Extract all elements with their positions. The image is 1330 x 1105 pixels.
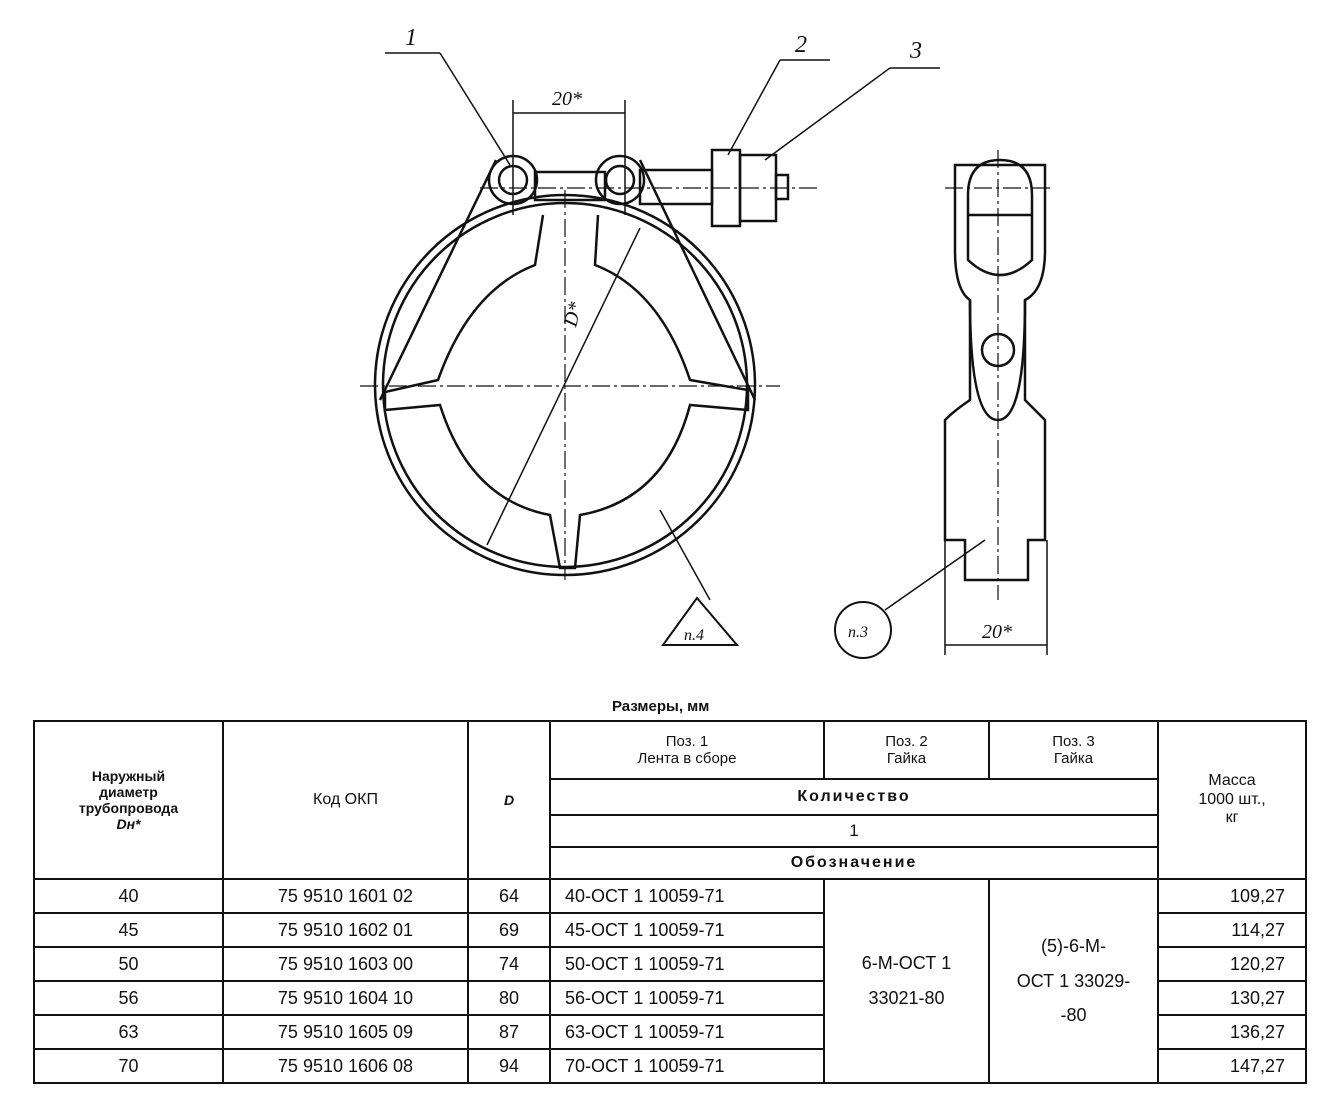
cell-okp: 75 9510 1604 10 [222, 980, 469, 1016]
cell-dn: 40 [33, 878, 224, 914]
header-outer-diameter: Наружный диаметр трубопровода Dн* [33, 720, 224, 880]
cell-d: 74 [467, 946, 551, 982]
cell-mass: 147,27 [1157, 1048, 1307, 1084]
header-d: D [467, 720, 551, 880]
side-view [834, 150, 1050, 659]
cell-mass: 120,27 [1157, 946, 1307, 982]
callout-1: 1 [405, 25, 417, 51]
header-designation: Обозначение [549, 846, 1159, 880]
cell-pos1: 45-ОСТ 1 10059-71 [549, 912, 825, 948]
cell-pos3-designation: (5)-6-М- ОСТ 1 33029- -80 [988, 878, 1159, 1084]
cell-pos1: 40-ОСТ 1 10059-71 [549, 878, 825, 914]
cell-text: (5)-6-М- [1041, 935, 1106, 956]
cell-dn: 70 [33, 1048, 224, 1084]
cell-d: 80 [467, 980, 551, 1016]
cell-dn: 56 [33, 980, 224, 1016]
dim-width-front: 20* [552, 88, 582, 110]
cell-d: 87 [467, 1014, 551, 1050]
cell-mass: 136,27 [1157, 1014, 1307, 1050]
table-caption: Размеры, мм [612, 698, 710, 715]
cell-dn: 50 [33, 946, 224, 982]
cell-pos1: 70-ОСТ 1 10059-71 [549, 1048, 825, 1084]
cell-text: -80 [1060, 1005, 1087, 1026]
cell-d: 69 [467, 912, 551, 948]
header-quantity: Количество [549, 778, 1159, 816]
cell-text: 6-М-ОСТ 1 [861, 953, 952, 974]
header-text: 1000 шт., [1198, 790, 1266, 808]
header-text: Гайка [1053, 750, 1094, 767]
header-text: трубопровода [78, 800, 179, 816]
cell-dn: 63 [33, 1014, 224, 1050]
header-text: Наружный [91, 767, 166, 784]
header-symbol: Dн* [116, 816, 141, 833]
cell-mass: 109,27 [1157, 878, 1307, 914]
header-text: Масса [1208, 772, 1256, 790]
quantity-value: 1 [549, 814, 1159, 848]
cell-pos2-designation: 6-М-ОСТ 1 33021-80 [823, 878, 990, 1084]
cell-okp: 75 9510 1603 00 [222, 946, 469, 982]
front-view [360, 52, 940, 646]
cell-okp: 75 9510 1605 09 [222, 1014, 469, 1050]
header-text: Гайка [886, 750, 927, 767]
cell-okp: 75 9510 1601 02 [222, 878, 469, 914]
cell-d: 64 [467, 878, 551, 914]
specification-table: Наружный диаметр трубопровода Dн* Код ОК… [33, 720, 1307, 1084]
clamp-drawing: 1 2 3 20* D* п.4 п.3 20* [360, 25, 1050, 659]
callout-3: 3 [909, 38, 922, 64]
cell-okp: 75 9510 1606 08 [222, 1048, 469, 1084]
header-text: Поз. 3 [1052, 732, 1095, 750]
cell-text: ОСТ 1 33029- [1016, 970, 1131, 991]
cell-text: 33021-80 [868, 988, 945, 1008]
cell-okp: 75 9510 1602 01 [222, 912, 469, 948]
header-text: диаметр [99, 783, 158, 800]
header-text: Поз. 1 [665, 732, 709, 750]
header-text: Поз. 2 [885, 732, 928, 750]
dim-width-side: 20* [982, 621, 1012, 643]
note-circle: п.3 [848, 624, 868, 641]
callout-2: 2 [795, 32, 807, 58]
cell-d: 94 [467, 1048, 551, 1084]
header-text: Лента в сборе [637, 750, 737, 767]
cell-pos1: 50-ОСТ 1 10059-71 [549, 946, 825, 982]
cell-mass: 114,27 [1157, 912, 1307, 948]
header-mass: Масса 1000 шт., кг [1157, 720, 1307, 880]
note-triangle: п.4 [684, 627, 704, 644]
cell-pos1: 56-ОСТ 1 10059-71 [549, 980, 825, 1016]
cell-mass: 130,27 [1157, 980, 1307, 1016]
header-text: кг [1225, 809, 1239, 827]
header-okp: Код ОКП [222, 720, 469, 880]
cell-pos1: 63-ОСТ 1 10059-71 [549, 1014, 825, 1050]
cell-dn: 45 [33, 912, 224, 948]
dim-diameter: D* [559, 300, 587, 330]
